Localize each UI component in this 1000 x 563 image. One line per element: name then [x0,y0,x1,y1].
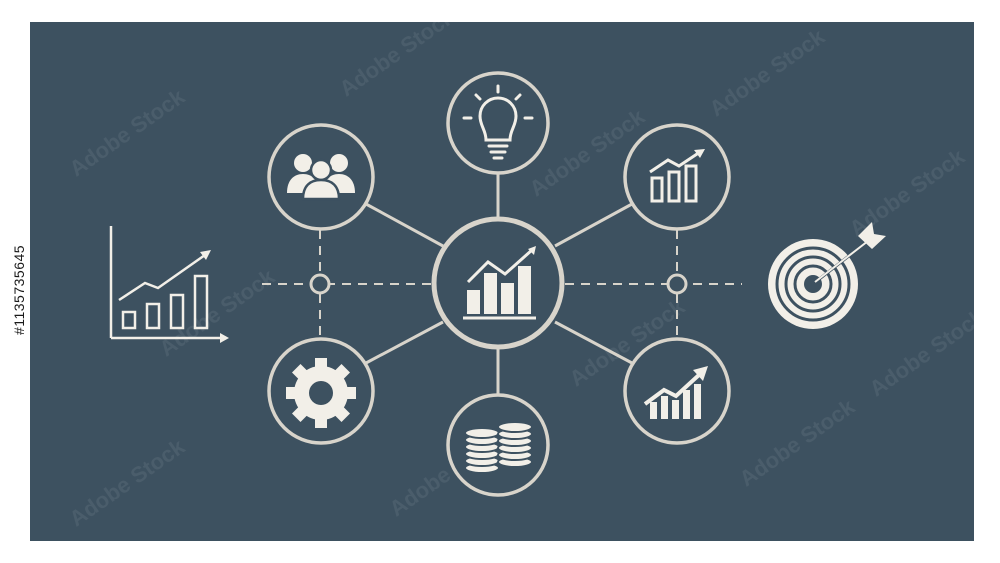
node-center [431,216,565,350]
target-arrow-icon [768,222,886,329]
junction-dot-left [309,273,331,295]
junction-dot-right [666,273,688,295]
spoke-upper-left [365,202,444,248]
spoke-upper-right [554,202,633,248]
people-group-icon [287,154,355,201]
spoke-lower-right [554,320,633,365]
gear-icon [286,358,356,428]
node-lower-right [623,337,731,445]
bar-chart-up-arrow-icon [649,149,705,203]
bar-chart-trend-icon [463,246,536,320]
coin-stacks-icon [464,421,533,474]
spoke-lower-left [365,320,444,365]
connector-lines [365,165,633,398]
lightbulb-icon [462,84,534,160]
growth-chart-arrow-icon [643,366,708,419]
node-upper-right [623,123,731,231]
stock-id-label: #1135735645 [11,244,27,336]
axis-growth-chart-icon [109,226,229,343]
node-top [446,71,550,175]
